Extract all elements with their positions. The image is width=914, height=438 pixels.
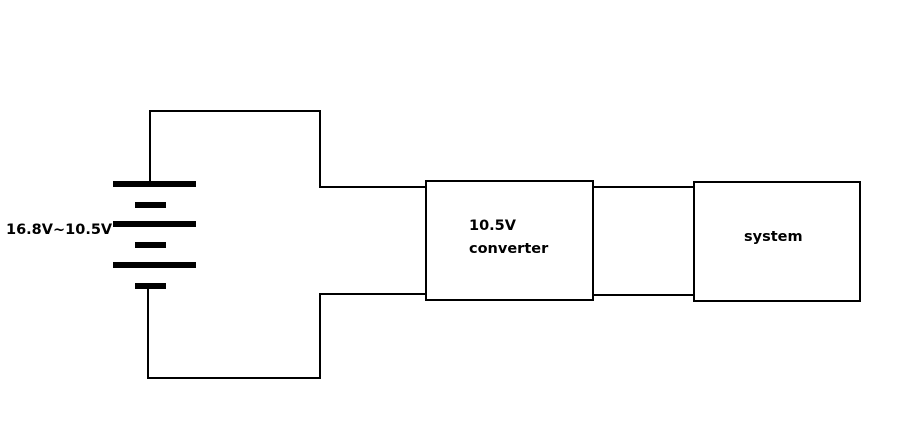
- converter-label-line2: converter: [469, 241, 549, 257]
- battery-plate-long: [113, 262, 196, 268]
- battery-plate-long: [113, 181, 196, 187]
- system-label: system: [744, 229, 803, 245]
- system-box: [693, 181, 861, 302]
- converter-label-line1: 10.5V: [469, 218, 517, 234]
- battery-plate-long: [113, 221, 196, 227]
- converter-box: [425, 180, 594, 301]
- battery-plate-short: [135, 283, 166, 289]
- battery-plate-short: [135, 242, 166, 248]
- battery-icon: [113, 181, 196, 289]
- wire-battery-bottom: [147, 286, 426, 379]
- battery-plate-short: [135, 202, 166, 208]
- battery-voltage-label: 16.8V~10.5V: [6, 222, 113, 238]
- wire-battery-top: [149, 110, 426, 188]
